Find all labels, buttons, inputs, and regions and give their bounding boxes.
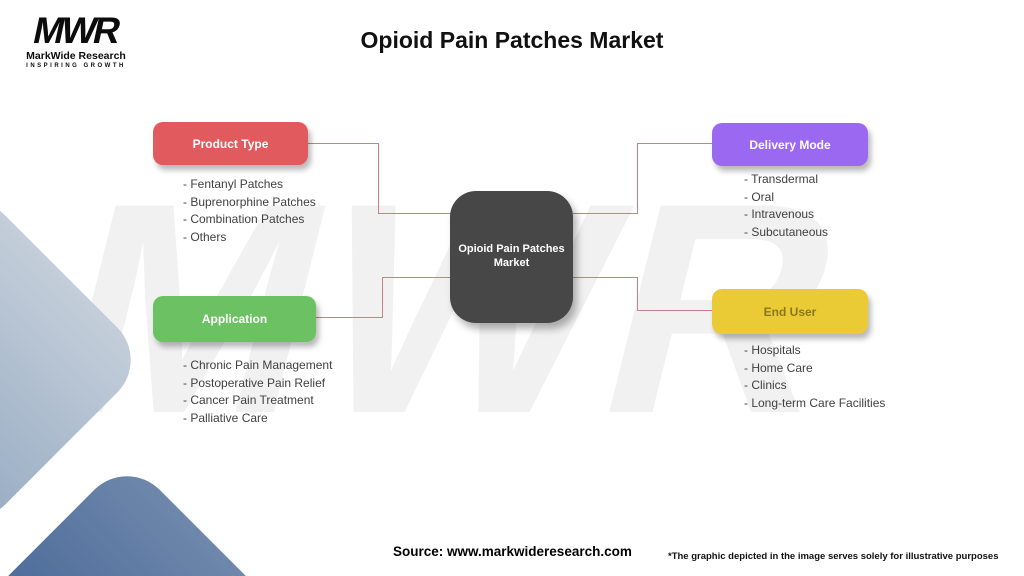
list-item: - Hospitals: [744, 343, 801, 357]
connector-application-v: [382, 277, 383, 318]
category-label-product-type: Product Type: [192, 136, 269, 151]
list-item: - Transdermal: [744, 172, 819, 186]
item-list-delivery-mode: - Transdermal - Oral - Intravenous - Sub…: [744, 171, 828, 241]
item-list-product-type: - Fentanyl Patches - Buprenorphine Patch…: [183, 176, 316, 246]
source-attribution: Source: www.markwideresearch.com: [393, 544, 632, 559]
category-label-delivery-mode: Delivery Mode: [749, 137, 831, 152]
connector-product-type-v: [378, 143, 379, 214]
logo-name: MarkWide Research: [26, 50, 126, 62]
markwide-research-logo: MWR MarkWide Research INSPIRING GROWTH: [20, 10, 132, 69]
central-node-label: Opioid Pain Patches Market: [458, 243, 565, 269]
list-item: - Postoperative Pain Relief: [183, 375, 326, 390]
list-item: - Palliative Care: [183, 410, 268, 425]
list-item: - Intravenous: [744, 207, 815, 221]
list-item: - Buprenorphine Patches: [183, 194, 316, 209]
connector-end-user-v: [637, 277, 638, 311]
connector-delivery-mode-h1: [573, 213, 638, 214]
list-item: - Home Care: [744, 360, 813, 375]
category-label-end-user: End User: [763, 304, 817, 319]
connector-end-user-h2: [637, 310, 712, 311]
list-item: - Clinics: [744, 378, 787, 392]
category-box-product-type: Product Type: [153, 122, 308, 165]
connector-product-type-h1: [308, 143, 379, 144]
connector-application-h1: [316, 317, 383, 318]
connector-delivery-mode-h2: [637, 143, 712, 144]
item-list-end-user: - Hospitals - Home Care - Clinics - Long…: [744, 342, 885, 412]
list-item: - Cancer Pain Treatment: [183, 393, 314, 407]
list-item: - Long-term Care Facilities: [744, 395, 886, 410]
list-item: - Combination Patches: [183, 212, 305, 226]
connector-application-h2: [382, 277, 452, 278]
connector-product-type-h2: [378, 213, 452, 214]
disclaimer-note: *The graphic depicted in the image serve…: [668, 551, 999, 562]
item-list-application: - Chronic Pain Management - Postoperativ…: [183, 357, 332, 427]
list-item: - Chronic Pain Management: [183, 358, 333, 372]
connector-end-user-h1: [573, 277, 638, 278]
list-item: - Oral: [744, 189, 774, 204]
central-node-opioid-pain-patches-market: Opioid Pain Patches Market: [450, 191, 573, 323]
list-item: - Fentanyl Patches: [183, 177, 284, 191]
category-box-application: Application: [153, 296, 316, 342]
category-box-end-user: End User: [712, 289, 868, 334]
list-item: - Others: [183, 229, 227, 244]
logo-tagline: INSPIRING GROWTH: [26, 63, 126, 69]
category-box-delivery-mode: Delivery Mode: [712, 123, 868, 166]
page-title: Opioid Pain Patches Market: [360, 27, 664, 53]
category-label-application: Application: [201, 312, 268, 326]
connector-delivery-mode-v: [637, 143, 638, 214]
list-item: - Subcutaneous: [744, 224, 829, 239]
